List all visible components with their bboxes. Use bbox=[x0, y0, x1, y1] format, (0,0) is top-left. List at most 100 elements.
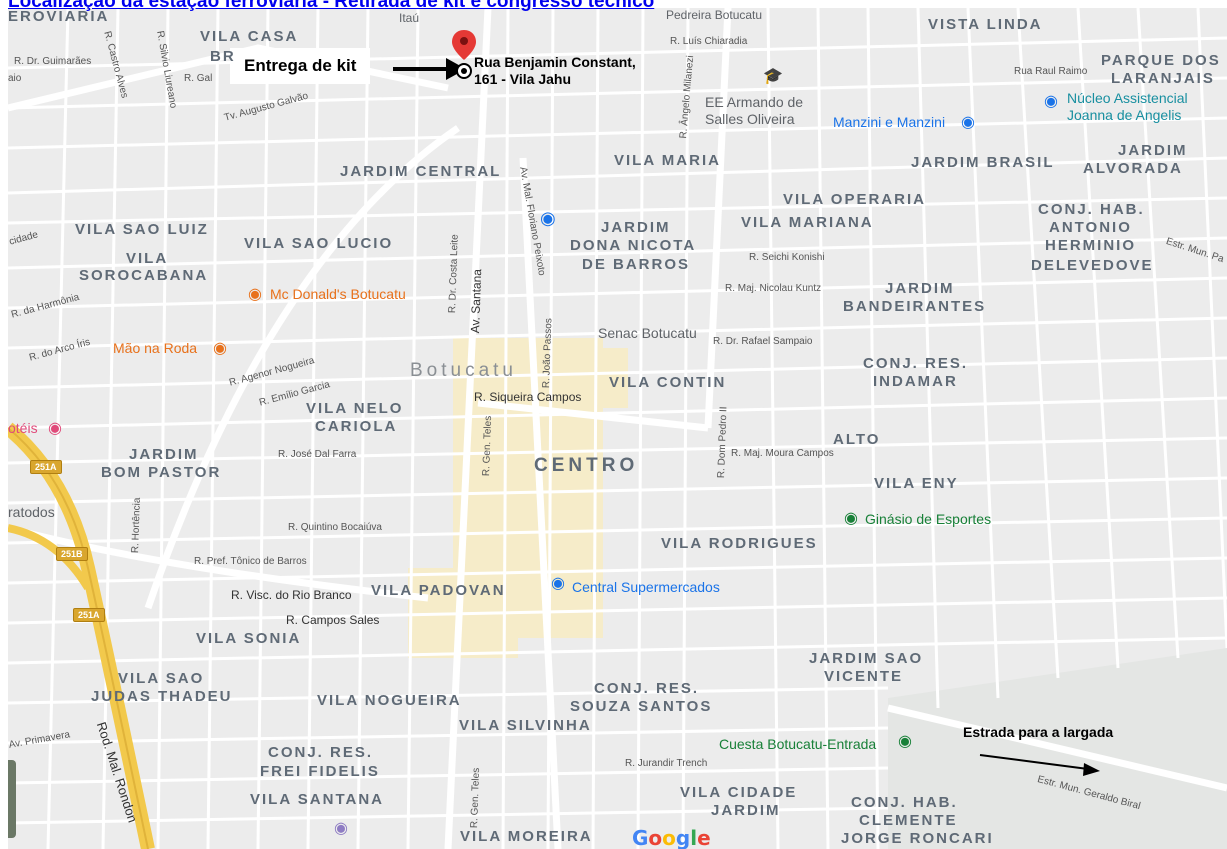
district-label: LARANJAIS bbox=[1111, 70, 1215, 87]
district-label: DE BARROS bbox=[582, 256, 691, 273]
district-label: SOROCABANA bbox=[79, 267, 209, 284]
poi-label[interactable]: Senac Botucatu bbox=[598, 325, 697, 341]
street-label: Rua Raul Raimo bbox=[1014, 66, 1088, 77]
school-icon[interactable]: 🎓 bbox=[763, 68, 783, 85]
district-label: JARDIM bbox=[601, 219, 671, 236]
district-label: ALVORADA bbox=[1083, 160, 1183, 177]
district-label: JARDIM bbox=[711, 802, 781, 819]
district-label: CENTRO bbox=[534, 455, 639, 476]
title-link[interactable]: Localização da estação ferroviária - Ret… bbox=[8, 0, 655, 12]
poi-label[interactable]: Joanna de Angelis bbox=[1067, 107, 1182, 123]
district-label: VILA MARIA bbox=[614, 152, 721, 169]
google-logo: Google bbox=[632, 826, 711, 849]
gas-station-icon[interactable]: ◉ bbox=[334, 820, 348, 837]
poi-label[interactable]: Central Supermercados bbox=[572, 579, 720, 595]
district-label: ANTONIO bbox=[1049, 219, 1132, 236]
hotel-icon[interactable]: ◉ bbox=[48, 420, 62, 437]
poi-label[interactable]: Núcleo Assistencial bbox=[1067, 90, 1188, 106]
street-label: R. Gal bbox=[184, 73, 213, 84]
district-label: BOM PASTOR bbox=[101, 464, 222, 481]
district-label: VICENTE bbox=[824, 668, 904, 685]
district-label: VILA OPERARIA bbox=[783, 191, 926, 208]
district-label: JARDIM bbox=[885, 280, 955, 297]
shopping-icon[interactable]: ◉ bbox=[540, 208, 556, 228]
district-label: DONA NICOTA bbox=[570, 237, 697, 254]
district-label: CONJ. RES. bbox=[863, 355, 969, 372]
street-label: R. Luís Chiaradia bbox=[670, 36, 748, 47]
district-label: VILA bbox=[126, 250, 169, 267]
park-icon[interactable]: ◉ bbox=[844, 510, 858, 527]
district-label: VILA RODRIGUES bbox=[661, 535, 818, 552]
district-label: VILA SAO LUIZ bbox=[75, 221, 209, 238]
street-label: R. Seichi Konishi bbox=[749, 252, 825, 263]
street-view-thumbnail[interactable] bbox=[8, 760, 16, 838]
district-label: EROVIARIA bbox=[8, 8, 110, 25]
street-label: R. Dr. Rafael Sampaio bbox=[713, 336, 813, 347]
location-pin-icon[interactable] bbox=[452, 30, 476, 90]
district-label: VILA MOREIRA bbox=[460, 828, 593, 845]
street-label: R. Pref. Tônico de Barros bbox=[194, 556, 307, 567]
poi-label[interactable]: ratodos bbox=[8, 504, 55, 520]
poi-label[interactable]: Ginásio de Esportes bbox=[865, 511, 992, 527]
district-label: FREI FIDELIS bbox=[260, 763, 380, 780]
street-label: Av. Santana bbox=[468, 268, 485, 334]
shop-icon[interactable]: ◉ bbox=[961, 114, 975, 131]
street-label: R. Visc. do Rio Branco bbox=[231, 588, 352, 602]
district-label: DELEVEDOVE bbox=[1031, 257, 1154, 274]
road-label: Estrada para a largada bbox=[963, 724, 1114, 740]
district-label: VILA NOGUEIRA bbox=[317, 692, 462, 709]
poi-label[interactable]: Cuesta Botucatu-Entrada bbox=[719, 736, 877, 752]
district-label: VILA SONIA bbox=[196, 630, 302, 647]
map-view[interactable]: Entrega de kit Rua Benjamin Constant, 16… bbox=[8, 8, 1227, 849]
street-label: R. Maj. Moura Campos bbox=[731, 448, 834, 459]
highway-shield: 251B bbox=[56, 547, 88, 561]
district-label: JUDAS THADEU bbox=[91, 688, 233, 705]
district-label: CONJ. HAB. bbox=[851, 794, 958, 811]
district-label: JARDIM BRASIL bbox=[911, 154, 1055, 171]
poi-label[interactable]: Salles Oliveira bbox=[705, 111, 795, 127]
district-label: VILA SILVINHA bbox=[459, 717, 592, 734]
district-label: VILA MARIANA bbox=[741, 214, 874, 231]
restaurant-icon[interactable]: ◉ bbox=[248, 286, 262, 303]
poi-label[interactable]: otéis bbox=[8, 420, 38, 436]
street-label: aio bbox=[8, 73, 22, 84]
shop-icon[interactable]: ◉ bbox=[551, 575, 565, 592]
city-name: Botucatu bbox=[410, 360, 517, 381]
poi-label[interactable]: Pedreira Botucatu bbox=[666, 8, 763, 22]
district-label: CONJ. RES. bbox=[594, 680, 700, 697]
poi-label[interactable]: Mão na Roda bbox=[113, 340, 198, 356]
street-label: R. Siqueira Campos bbox=[474, 390, 582, 404]
district-label: BANDEIRANTES bbox=[843, 298, 987, 315]
district-label: VILA CASA bbox=[200, 28, 299, 45]
district-label: JARDIM SAO bbox=[809, 650, 924, 667]
district-label: VILA SAO bbox=[118, 670, 205, 687]
district-label: ALTO bbox=[833, 431, 881, 448]
district-label: VILA CIDADE bbox=[680, 784, 798, 801]
district-label: VILA SANTANA bbox=[250, 791, 384, 808]
poi-label[interactable]: Itaú bbox=[399, 11, 420, 25]
poi-label[interactable]: EE Armando de bbox=[705, 94, 804, 110]
address-line1: Rua Benjamin Constant, bbox=[474, 54, 636, 70]
street-label: R. Gen. Teles bbox=[469, 767, 483, 829]
highway-shield: 251A bbox=[30, 460, 62, 474]
district-label: SOUZA SANTOS bbox=[570, 698, 713, 715]
address-line2: 161 - Vila Jahu bbox=[474, 71, 572, 87]
poi-label[interactable]: Mc Donald's Botucatu bbox=[270, 286, 406, 302]
street-label: R. Gen. Teles bbox=[481, 415, 495, 477]
assistance-icon[interactable]: ◉ bbox=[1044, 93, 1058, 110]
kit-label: Entrega de kit bbox=[230, 48, 371, 84]
district-label: HERMINIO bbox=[1045, 237, 1136, 254]
poi-label[interactable]: Manzini e Manzini bbox=[833, 114, 946, 130]
district-label: VILA NELO bbox=[306, 400, 404, 417]
district-label: CONJ. RES. bbox=[268, 744, 374, 761]
district-label: CARIOLA bbox=[315, 418, 398, 435]
district-label: JARDIM bbox=[129, 446, 199, 463]
restaurant-icon[interactable]: ◉ bbox=[213, 340, 227, 357]
district-label: VILA CONTIN bbox=[609, 374, 727, 391]
district-label: VILA SAO LUCIO bbox=[244, 235, 394, 252]
hiking-icon[interactable]: ◉ bbox=[898, 733, 912, 750]
district-label: INDAMAR bbox=[873, 373, 958, 390]
street-label: R. Campos Sales bbox=[286, 613, 380, 627]
district-label: CLEMENTE bbox=[859, 812, 958, 829]
district-label: JARDIM CENTRAL bbox=[340, 163, 502, 180]
